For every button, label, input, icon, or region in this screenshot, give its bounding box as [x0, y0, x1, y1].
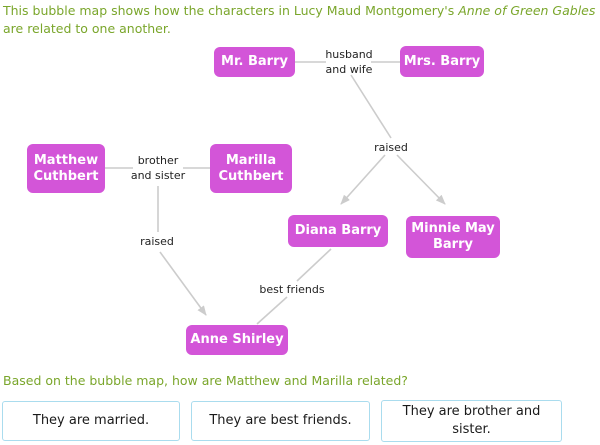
question-text: Based on the bubble map, how are Matthew… [3, 373, 408, 388]
node-marilla-cuthbert: Marilla Cuthbert [210, 144, 292, 193]
node-minnie-may-barry: Minnie May Barry [406, 216, 500, 258]
edge-raised-diana-arrow [340, 154, 386, 205]
edge-barrys-raised [350, 74, 392, 139]
node-diana-barry: Diana Barry [288, 215, 388, 247]
book-title: Anne of Green Gables [458, 3, 596, 18]
edge-label-husband-and-wife: husband and wife [325, 48, 373, 76]
node-anne-shirley: Anne Shirley [186, 325, 288, 355]
node-matthew-cuthbert: Matthew Cuthbert [27, 144, 105, 193]
intro-line1: This bubble map shows how the characters… [3, 3, 459, 18]
edge-bestfriends-anne [256, 296, 288, 325]
edge-raised-anne-arrow [159, 251, 207, 316]
edge-label-raised-cuthberts: raised [140, 235, 174, 248]
intro-text: This bubble map shows how the characters… [3, 2, 595, 38]
node-mrs-barry: Mrs. Barry [400, 46, 484, 77]
edge-label-raised-barrys: raised [374, 141, 408, 154]
edge-raised-minnie-arrow [396, 154, 446, 205]
edge-label-brother-and-sister: brother and sister [130, 154, 186, 182]
edge-label-best-friends: best friends [259, 283, 325, 296]
edge-diana-bestfriends [296, 248, 332, 282]
answer-option-best-friends[interactable]: They are best friends. [191, 401, 370, 441]
intro-line2: are related to one another. [3, 21, 171, 36]
answer-option-brother-and-sister[interactable]: They are brother and sister. [381, 400, 562, 442]
answer-option-married[interactable]: They are married. [2, 401, 180, 441]
node-mr-barry: Mr. Barry [214, 47, 295, 77]
